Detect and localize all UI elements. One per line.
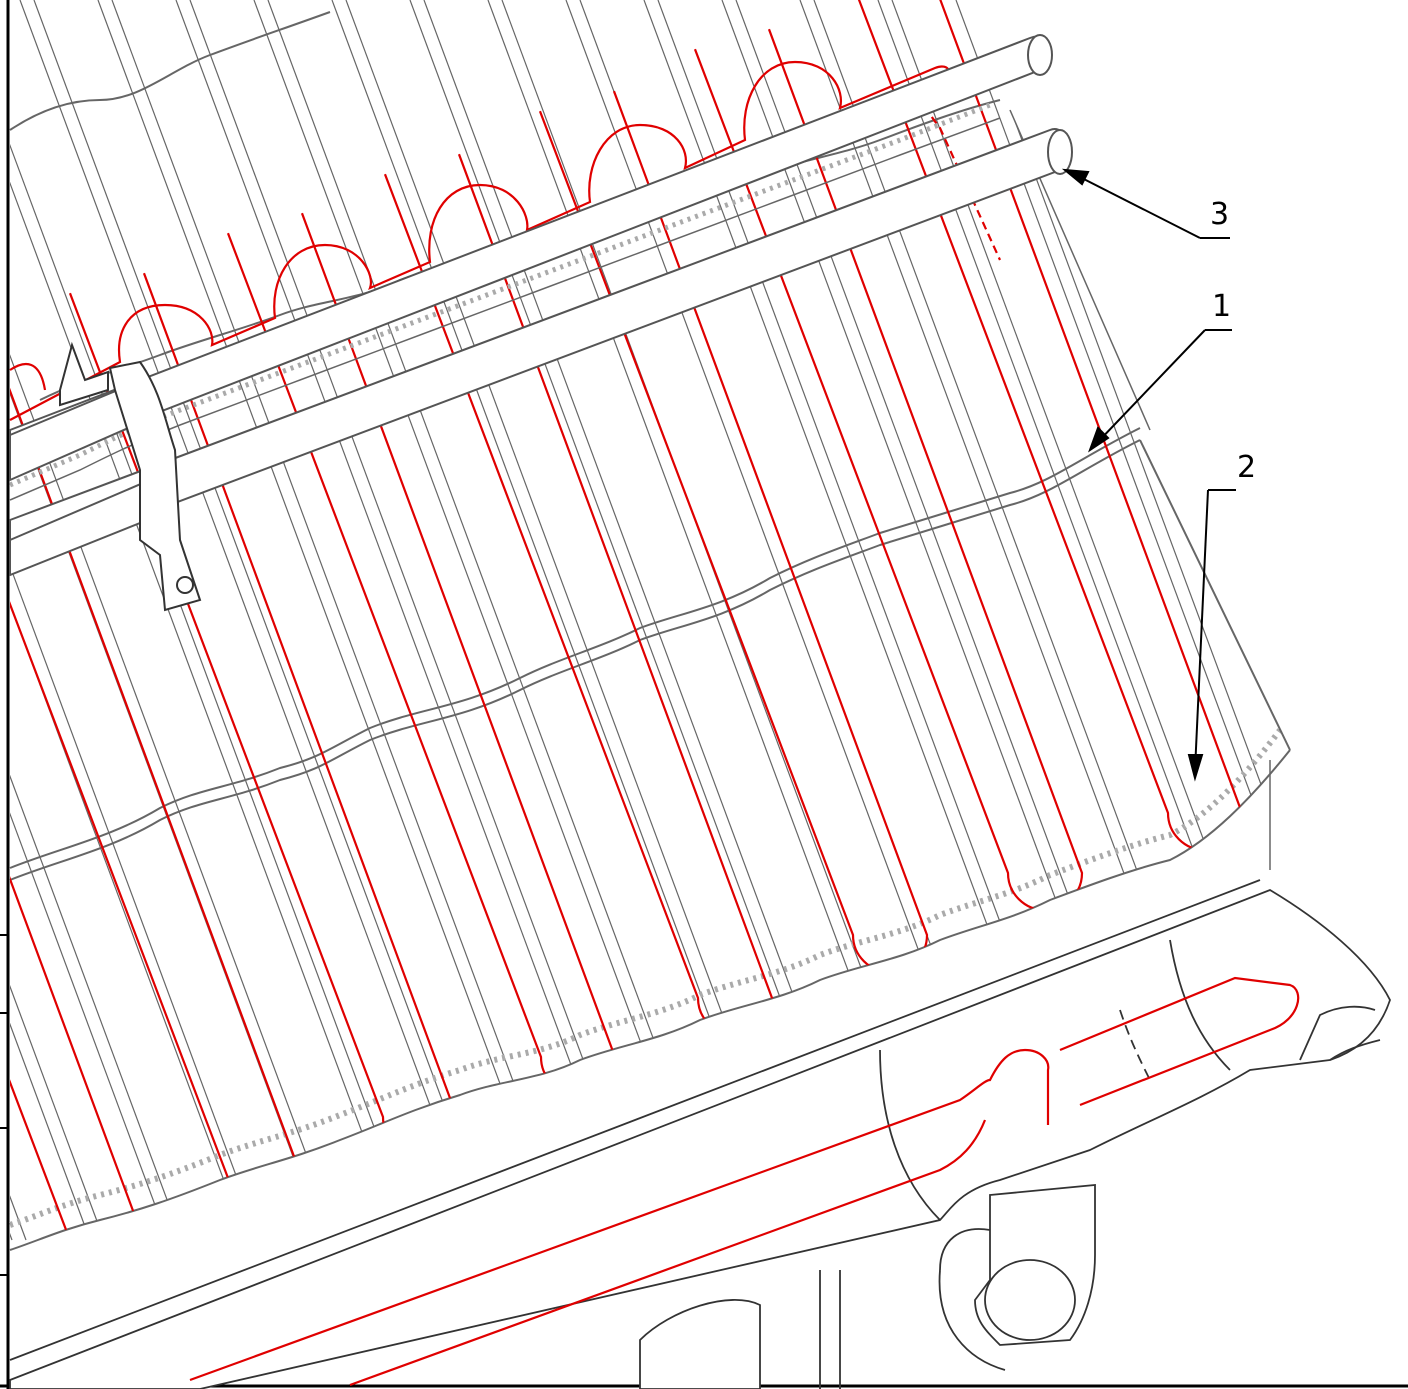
callout-leaders xyxy=(1061,168,1236,782)
snow-guard-tubes xyxy=(9,34,1073,577)
tile-rib-line xyxy=(1346,0,1408,1240)
tile-rib-line xyxy=(189,0,651,1241)
gutter xyxy=(9,879,1391,1389)
tile-rib-line xyxy=(10,0,247,1241)
downpipe xyxy=(639,1184,1096,1389)
tile-rib-line xyxy=(111,0,573,1241)
heating-cable-gutter xyxy=(189,976,1300,1387)
tile-rib-line xyxy=(33,0,495,1241)
tile-rib-line xyxy=(10,0,325,1241)
tile-rib-line xyxy=(267,0,729,1241)
tile-rib-line xyxy=(10,0,261,1241)
tile-rib-line xyxy=(253,0,715,1241)
tile-rib-line xyxy=(97,0,559,1241)
callout-label-2: 2 xyxy=(1237,450,1257,485)
tile-rib-line xyxy=(10,0,27,1241)
snow-guard-bracket xyxy=(59,341,202,612)
tile-rib-line xyxy=(969,0,1290,1241)
tile-rib-line xyxy=(10,0,417,1241)
tile-rib-line xyxy=(19,0,481,1241)
tile-rib-line xyxy=(10,0,91,1241)
callout-label-3: 3 xyxy=(1210,197,1230,232)
callout-label-1: 1 xyxy=(1212,289,1232,324)
tile-rib-line xyxy=(955,0,1290,1241)
tile-rib-line xyxy=(10,0,13,1241)
tile-rib-line xyxy=(10,0,403,1241)
tile-rib-line xyxy=(10,0,169,1241)
tile-rib-line xyxy=(1360,0,1408,1240)
tile-rib-line xyxy=(175,0,637,1241)
tile-rib-line xyxy=(10,0,339,1241)
tile-rib-line xyxy=(10,0,183,1241)
tile-rib-line xyxy=(10,0,105,1241)
